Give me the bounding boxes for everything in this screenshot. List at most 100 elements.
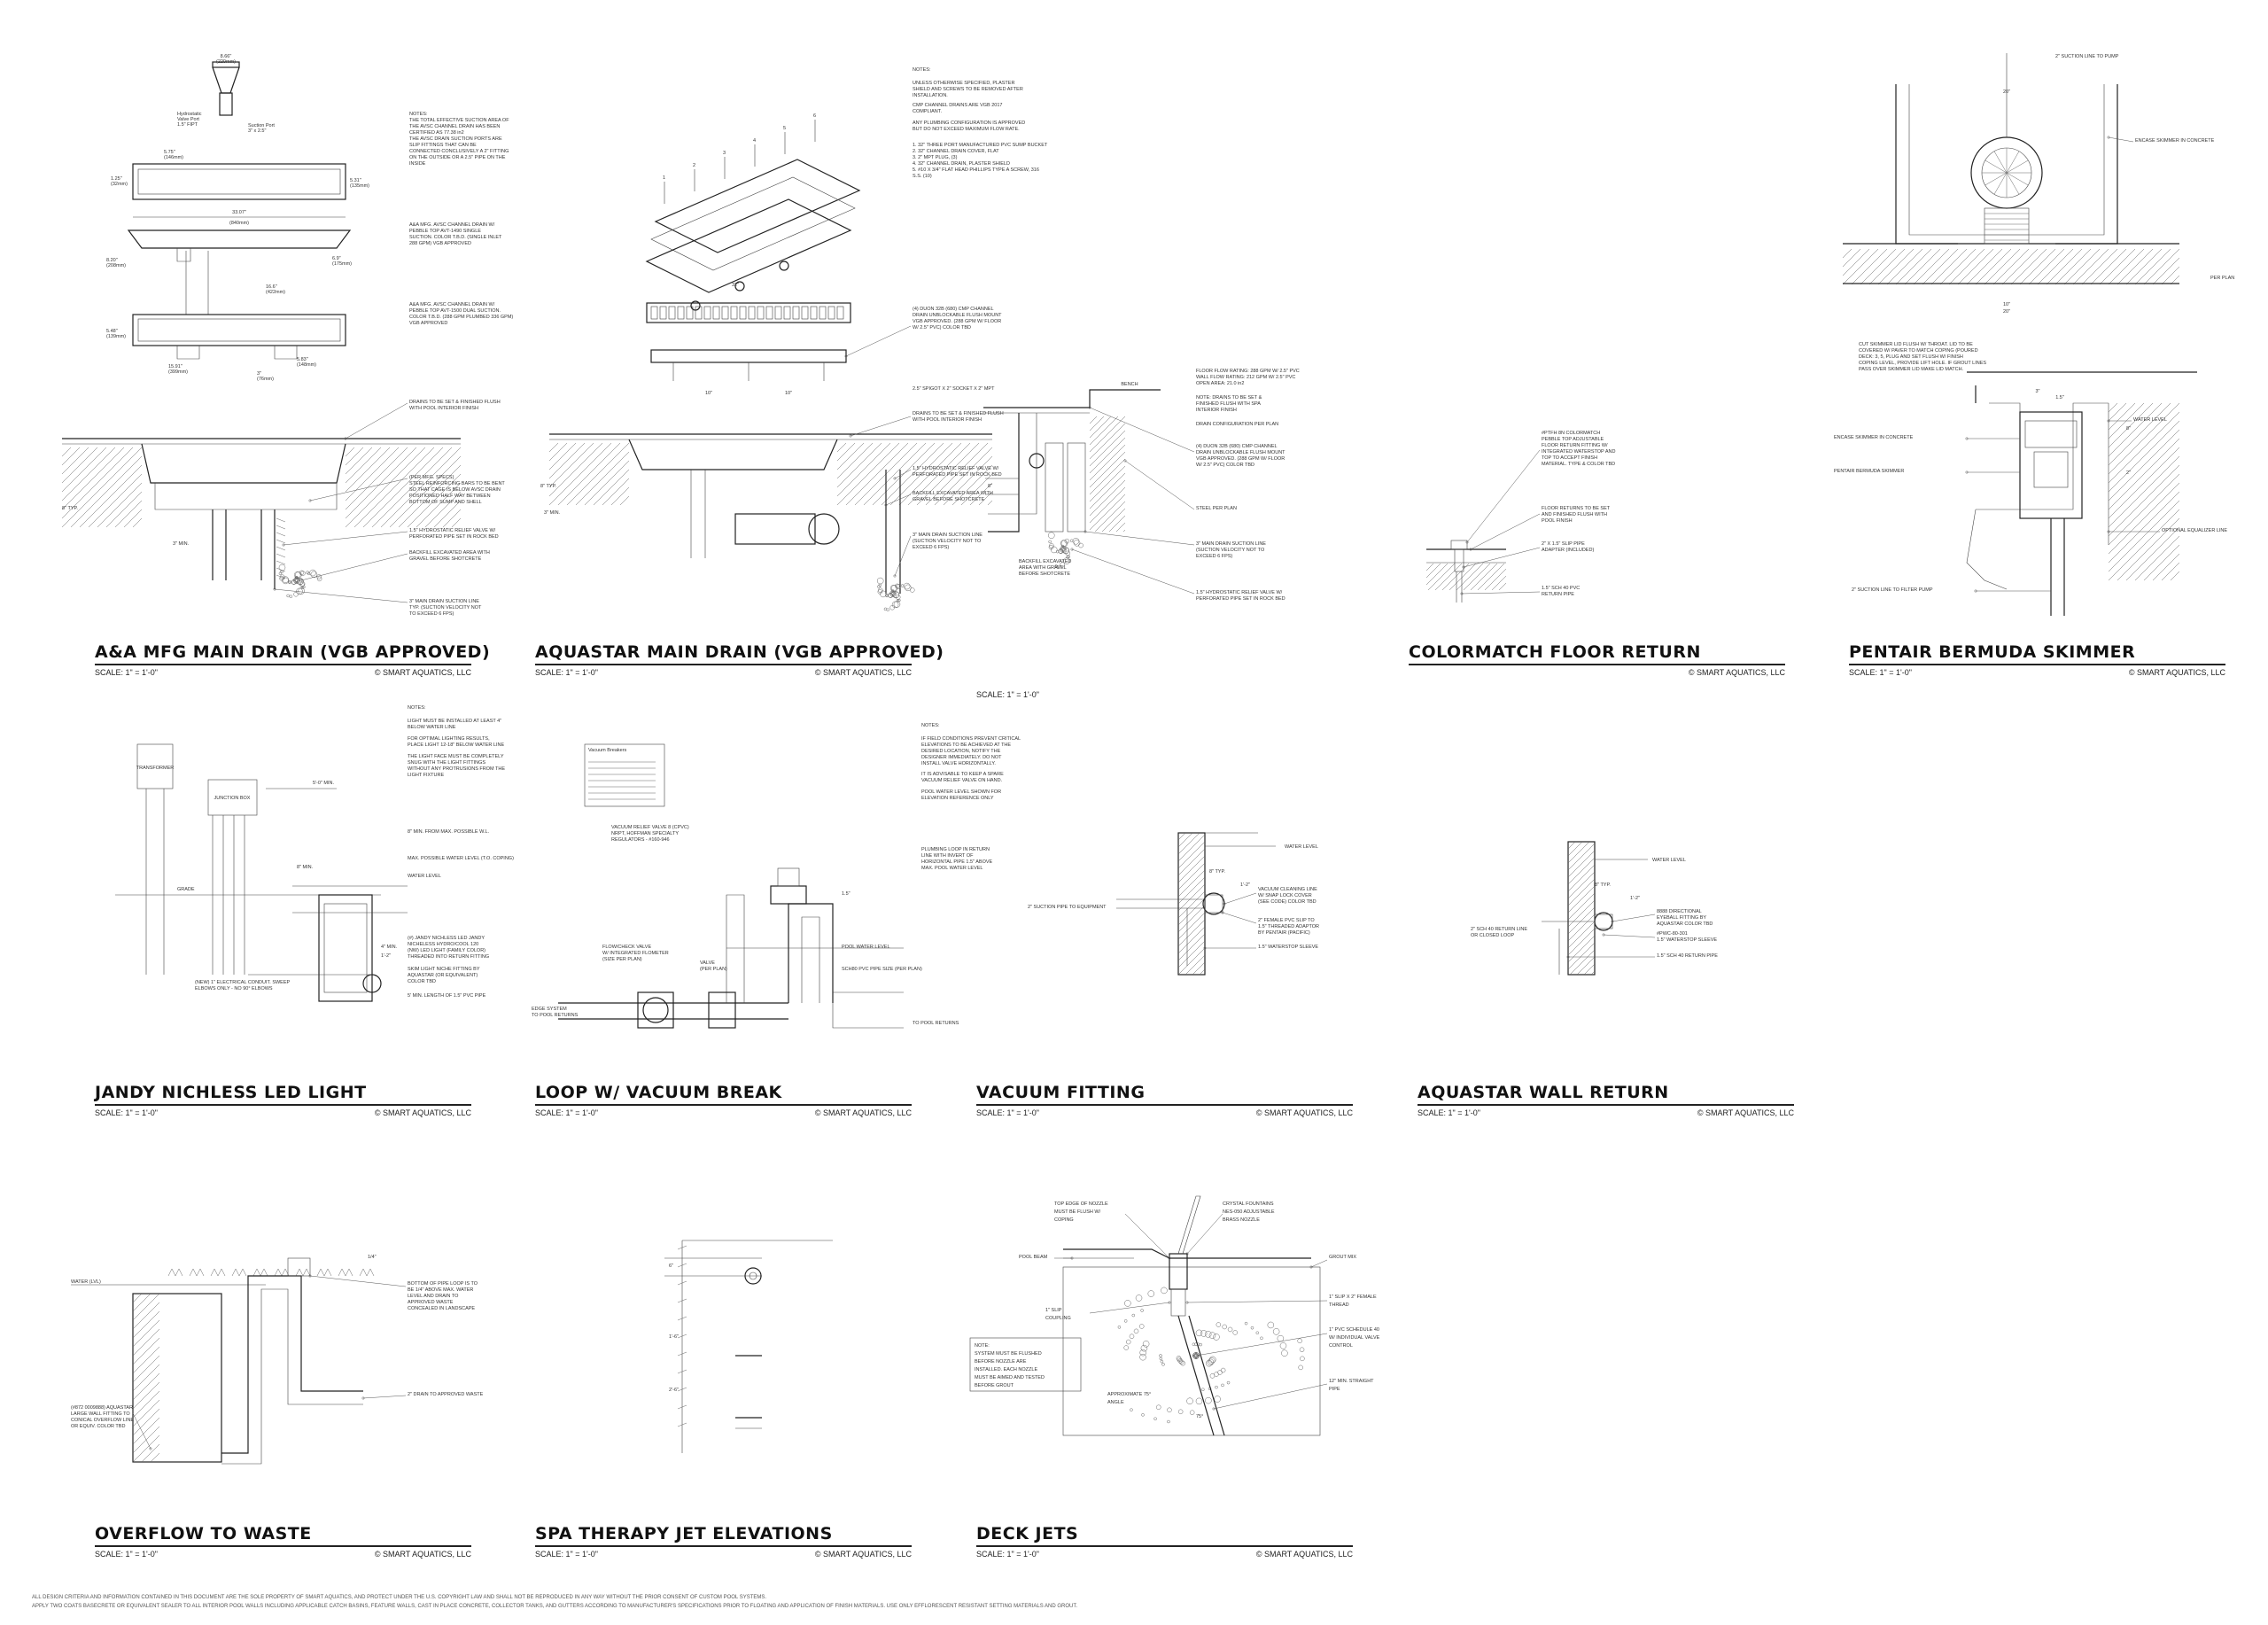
drawing-circle: [779, 260, 789, 271]
drawing-circle: [1161, 1363, 1165, 1366]
drawing-note: APPROVED WASTE: [408, 1300, 454, 1305]
drawing-path: [988, 413, 1037, 515]
drawing-circle: [900, 584, 905, 587]
drawing-line: [1842, 248, 1861, 268]
drawing-rect: [969, 1337, 1082, 1392]
drawing-note: MAX. POOL WATER LEVEL: [921, 866, 983, 871]
drawing-circle: [1062, 547, 1069, 555]
drawing-note: PIPE: [1329, 1387, 1340, 1392]
drawing-circle: [293, 591, 299, 597]
drawing-circle: [1222, 1324, 1227, 1330]
drawing-circle: [297, 578, 304, 586]
drawing-line: [345, 447, 373, 475]
drawing-note: PERFORATED PIPE SET IN ROCK BED: [409, 534, 499, 540]
drawing-line: [1177, 890, 1206, 919]
drawing-line: [1177, 905, 1206, 933]
drawing-note: 2" DRAIN TO APPROVED WASTE: [408, 1392, 484, 1397]
drawing-note: 2'-6": [669, 1388, 679, 1393]
drawing-line: [836, 442, 847, 453]
drawing-line: [2006, 159, 2029, 174]
drawing-line: [362, 1395, 407, 1399]
drawing-circle: [1055, 549, 1060, 554]
drawing-rect: [721, 306, 729, 320]
drawing-path: [359, 1268, 375, 1277]
drawing-note: NOTES:: [921, 723, 940, 728]
drawing-circle: [273, 587, 276, 591]
drawing-note: DESIGNER IMMEDIATELY. DO NOT: [921, 755, 1002, 760]
drawing-circle: [1209, 1373, 1216, 1379]
drawing-line: [566, 442, 630, 506]
drawing-note: ENCASE SKIMMER IN CONCRETE: [2135, 138, 2215, 144]
drawing-line: [836, 442, 891, 497]
drawing-note: DESIRED LOCATION, NOTIFY THE: [921, 749, 1001, 754]
drawing-note: COMPLIANT.: [913, 109, 942, 114]
drawing-note: 5. #10 X 3/4" FLAT HEAD PHILLIPS TYPE A …: [913, 167, 1039, 173]
drawing-rect: [712, 306, 720, 320]
drawing-rect: [1594, 914, 1613, 929]
drawing-path: [988, 413, 1020, 533]
drawing-circle: [1215, 1385, 1218, 1389]
detail-title: OVERFLOW TO WASTE: [95, 1524, 312, 1543]
drawing-rect: [132, 163, 346, 200]
drawing-note: MUST BE AIMED AND TESTED: [975, 1375, 1045, 1380]
drawing-line: [132, 1412, 151, 1450]
title-underline: [1418, 1104, 1794, 1106]
drawing-circle: [1140, 1309, 1144, 1312]
drawing-note: TOP TO ACCEPT FINISH: [1542, 455, 1597, 461]
drawing-circle: [891, 601, 899, 609]
detail-scale: SCALE: 1" = 1'-0": [1418, 1108, 1480, 1117]
drawing-circle: [1965, 437, 1969, 440]
drawing-circle: [1221, 1383, 1224, 1388]
dimension-label: 32": [732, 283, 739, 288]
drawing-note: 2" SUCTION LINE TO FILTER PUMP: [1852, 587, 1933, 593]
drawing-note: INSIDE: [409, 161, 426, 167]
drawing-circle: [1139, 1349, 1146, 1357]
detail-overflow-to-waste: WATER (LVL)1/4"BOTTOM OF PIPE LOOP IS TO…: [71, 1232, 532, 1497]
detail-scale: SCALE: 1" = 1'-0": [535, 1108, 598, 1117]
drawing-rect: [792, 306, 800, 320]
drawing-circle: [2107, 136, 2110, 139]
drawing-note: 1.5" WATERSTOP SLEEVE: [1258, 945, 1318, 950]
drawing-line: [1868, 248, 1906, 285]
detail-copyright: © SMART AQUATICS, LLC: [374, 1550, 471, 1559]
drawing-note: 8888 DIRECTIONAL: [1657, 909, 1702, 914]
drawing-line: [1993, 151, 2008, 174]
drawing-note: SNUG WITH THE LIGHT FITTINGS: [408, 760, 485, 766]
drawing-line: [1089, 458, 1126, 495]
drawing-line: [1089, 451, 1126, 488]
drawing-line: [132, 1399, 160, 1427]
drawing-line: [610, 486, 630, 506]
drawing-circle: [1192, 1342, 1196, 1347]
drawing-rect: [132, 1293, 222, 1463]
drawing-note: (76mm): [257, 377, 274, 382]
drawing-rect: [827, 306, 835, 320]
drawing-circle: [1309, 1265, 1313, 1269]
detail-scale: SCALE: 1" = 1'-0": [95, 1550, 158, 1559]
drawing-rect: [1045, 442, 1064, 533]
drawing-note: NES-050 ADJUSTABLE: [1223, 1209, 1275, 1215]
drawing-rect: [2033, 451, 2069, 488]
drawing-path: [726, 894, 745, 1003]
drawing-note: COPING: [1054, 1217, 1074, 1223]
drawing-line: [1449, 563, 1477, 591]
drawing-line: [907, 442, 971, 506]
drawing-note: GROUT MIX: [1329, 1255, 1356, 1260]
drawing-rect: [646, 302, 851, 323]
drawing-path: [628, 439, 838, 470]
drawing-line: [1576, 956, 1596, 976]
drawing-circle: [316, 576, 322, 582]
drawing-note: THREAD: [1329, 1302, 1349, 1308]
dimension-label: 10": [705, 391, 712, 396]
drawing-note: 1.5" HYDROSTATIC RELIEF VALVE W/: [409, 528, 496, 533]
drawing-line: [1089, 416, 1105, 432]
drawing-note: MUST BE FLUSH W/: [1054, 1209, 1101, 1215]
drawing-line: [451, 517, 462, 528]
drawing-line: [345, 447, 364, 466]
drawing-line: [1851, 248, 1888, 285]
drawing-line: [2072, 248, 2109, 285]
drawing-note: 1.5" THREADED ADAPTOR: [1258, 924, 1319, 929]
drawing-line: [79, 464, 143, 528]
